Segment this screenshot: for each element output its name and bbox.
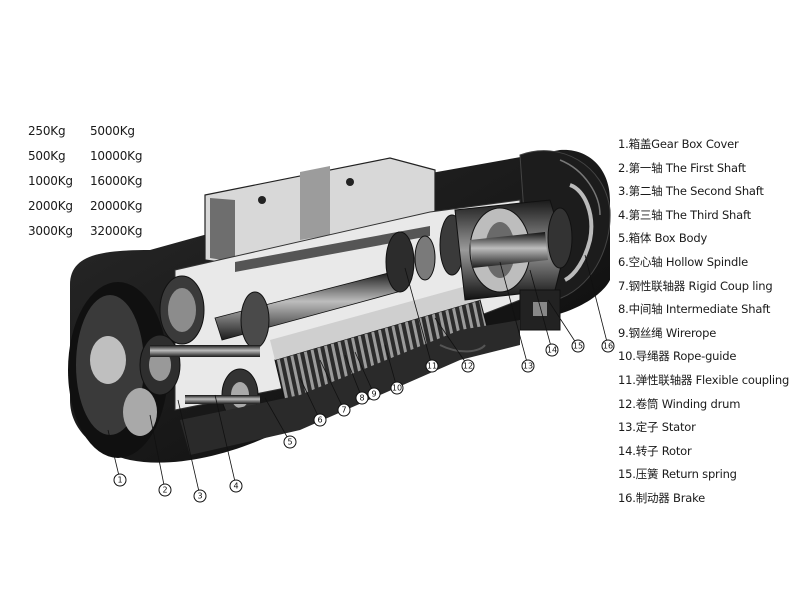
capacity-item: 20000Kg xyxy=(90,199,143,213)
capacity-list: 250Kg 5000Kg 500Kg 10000Kg 1000Kg 16000K… xyxy=(28,122,152,240)
motor xyxy=(454,183,594,331)
legend-item-16: 16.制动器 Brake xyxy=(618,490,706,505)
svg-text:9: 9 xyxy=(371,390,376,399)
base-housing xyxy=(180,320,520,455)
callout-2: 2 xyxy=(158,483,172,497)
capacity-item: 1000Kg xyxy=(28,174,73,188)
capacity-item: 16000Kg xyxy=(90,174,143,188)
svg-text:8: 8 xyxy=(359,394,364,403)
svg-text:14: 14 xyxy=(547,346,557,355)
legend-item-8: 8.中间轴 Intermediate Shaft xyxy=(618,302,771,317)
legend-item-6: 6.空心轴 Hollow Spindle xyxy=(618,254,748,269)
legend-item-12: 12.卷筒 Winding drum xyxy=(618,396,741,411)
leader-lines xyxy=(107,254,609,497)
capacity-item: 5000Kg xyxy=(90,124,135,138)
parts-legend: 1.箱盖Gear Box Cover 2.第一轴 The First Shaft… xyxy=(618,134,796,512)
svg-text:16: 16 xyxy=(603,342,613,351)
callout-1: 1 xyxy=(113,473,127,487)
capacity-item: 250Kg xyxy=(28,124,66,138)
callout-16: 16 xyxy=(601,339,615,353)
callout-9: 9 xyxy=(367,387,381,401)
callouts: 1 2 3 4 5 6 7 8 9 10 11 12 13 14 15 16 xyxy=(113,339,615,503)
capacity-item: 3000Kg xyxy=(28,224,73,238)
legend-item-9: 9.钢丝绳 Wirerope xyxy=(618,325,717,340)
callout-6: 6 xyxy=(313,413,327,427)
legend-item-2: 2.第一轴 The First Shaft xyxy=(618,160,746,175)
legend-item-3: 3.第二轴 The Second Shaft xyxy=(618,184,764,199)
svg-text:1: 1 xyxy=(117,476,122,485)
callout-11: 11 xyxy=(425,359,439,373)
capacity-item: 10000Kg xyxy=(90,149,143,163)
legend-item-4: 4.第三轴 The Third Shaft xyxy=(618,207,751,222)
capacity-item: 500Kg xyxy=(28,149,66,163)
svg-text:13: 13 xyxy=(523,362,533,371)
callout-12: 12 xyxy=(461,359,475,373)
callout-13: 13 xyxy=(521,359,535,373)
callout-10: 10 xyxy=(390,381,404,395)
gear-train xyxy=(139,275,270,422)
svg-text:4: 4 xyxy=(233,482,238,491)
capacity-item: 32000Kg xyxy=(90,224,143,238)
legend-item-10: 10.导绳器 Rope-guide xyxy=(618,349,737,364)
svg-text:15: 15 xyxy=(573,342,583,351)
svg-text:5: 5 xyxy=(287,438,292,447)
legend-item-1: 1.箱盖Gear Box Cover xyxy=(618,137,739,151)
svg-text:2: 2 xyxy=(162,486,167,495)
callout-3: 3 xyxy=(193,489,207,503)
callout-14: 14 xyxy=(545,343,559,357)
callout-7: 7 xyxy=(337,403,351,417)
legend-item-5: 5.箱体 Box Body xyxy=(618,231,708,246)
capacity-item: 2000Kg xyxy=(28,199,73,213)
callout-5: 5 xyxy=(283,435,297,449)
svg-text:12: 12 xyxy=(463,362,473,371)
callout-4: 4 xyxy=(229,479,243,493)
legend-item-7: 7.钢性联轴器 Rigid Coup ling xyxy=(618,278,773,293)
legend-item-13: 13.定子 Stator xyxy=(618,420,696,435)
callout-8: 8 xyxy=(355,391,369,405)
couplings xyxy=(385,214,465,293)
svg-text:10: 10 xyxy=(392,384,402,393)
svg-text:7: 7 xyxy=(341,406,346,415)
legend-item-15: 15.压簧 Return spring xyxy=(618,467,737,482)
svg-text:11: 11 xyxy=(427,362,437,371)
legend-item-11: 11.弹性联轴器 Flexible coupling xyxy=(618,372,790,387)
legend-item-14: 14.转子 Rotor xyxy=(618,443,692,458)
svg-text:3: 3 xyxy=(197,492,202,501)
svg-text:6: 6 xyxy=(317,416,322,425)
callout-15: 15 xyxy=(571,339,585,353)
